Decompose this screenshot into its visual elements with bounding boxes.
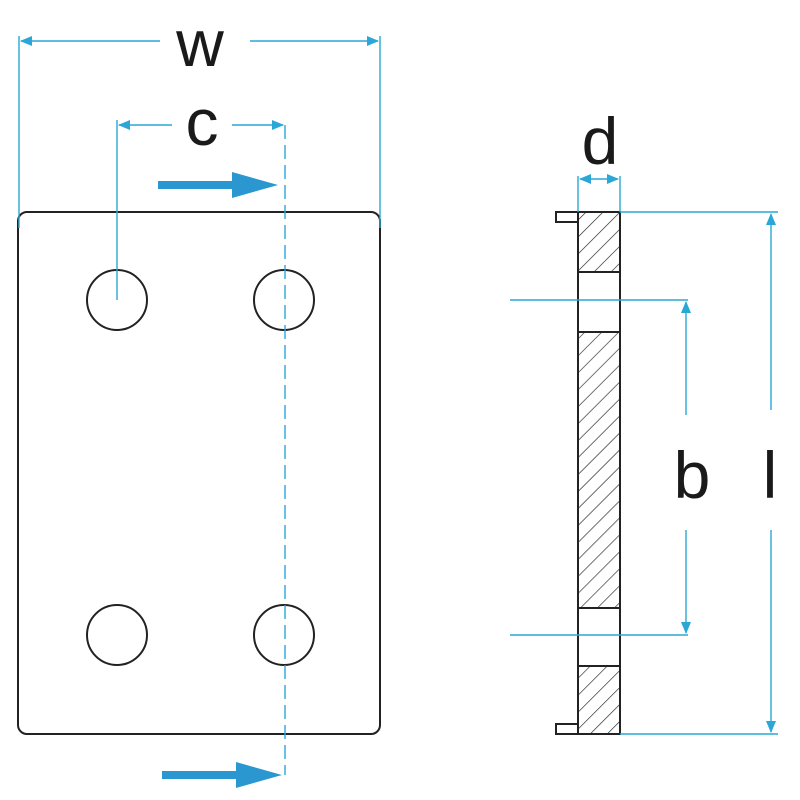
- section-hatch-3: [577, 665, 621, 735]
- plate-section-view: [555, 211, 621, 735]
- section-hatch-2: [577, 331, 621, 609]
- d-label: d: [582, 104, 619, 178]
- section-hole-2: [577, 607, 621, 667]
- hole-bottom-right: [253, 604, 315, 666]
- section-hole-1: [577, 271, 621, 333]
- section-hatch-1: [577, 211, 621, 273]
- hole-bottom-left: [86, 604, 148, 666]
- plate-front-view: [17, 211, 381, 735]
- hole-top-right: [253, 269, 315, 331]
- w-label: w: [175, 6, 224, 80]
- c-label: c: [186, 85, 219, 159]
- b-label: b: [674, 438, 711, 512]
- section-arrow-top: [158, 172, 278, 198]
- section-arrow-bottom: [162, 762, 282, 788]
- l-label: l: [763, 438, 778, 512]
- section-lip-bottom: [555, 723, 579, 735]
- section-lip-top: [555, 211, 579, 223]
